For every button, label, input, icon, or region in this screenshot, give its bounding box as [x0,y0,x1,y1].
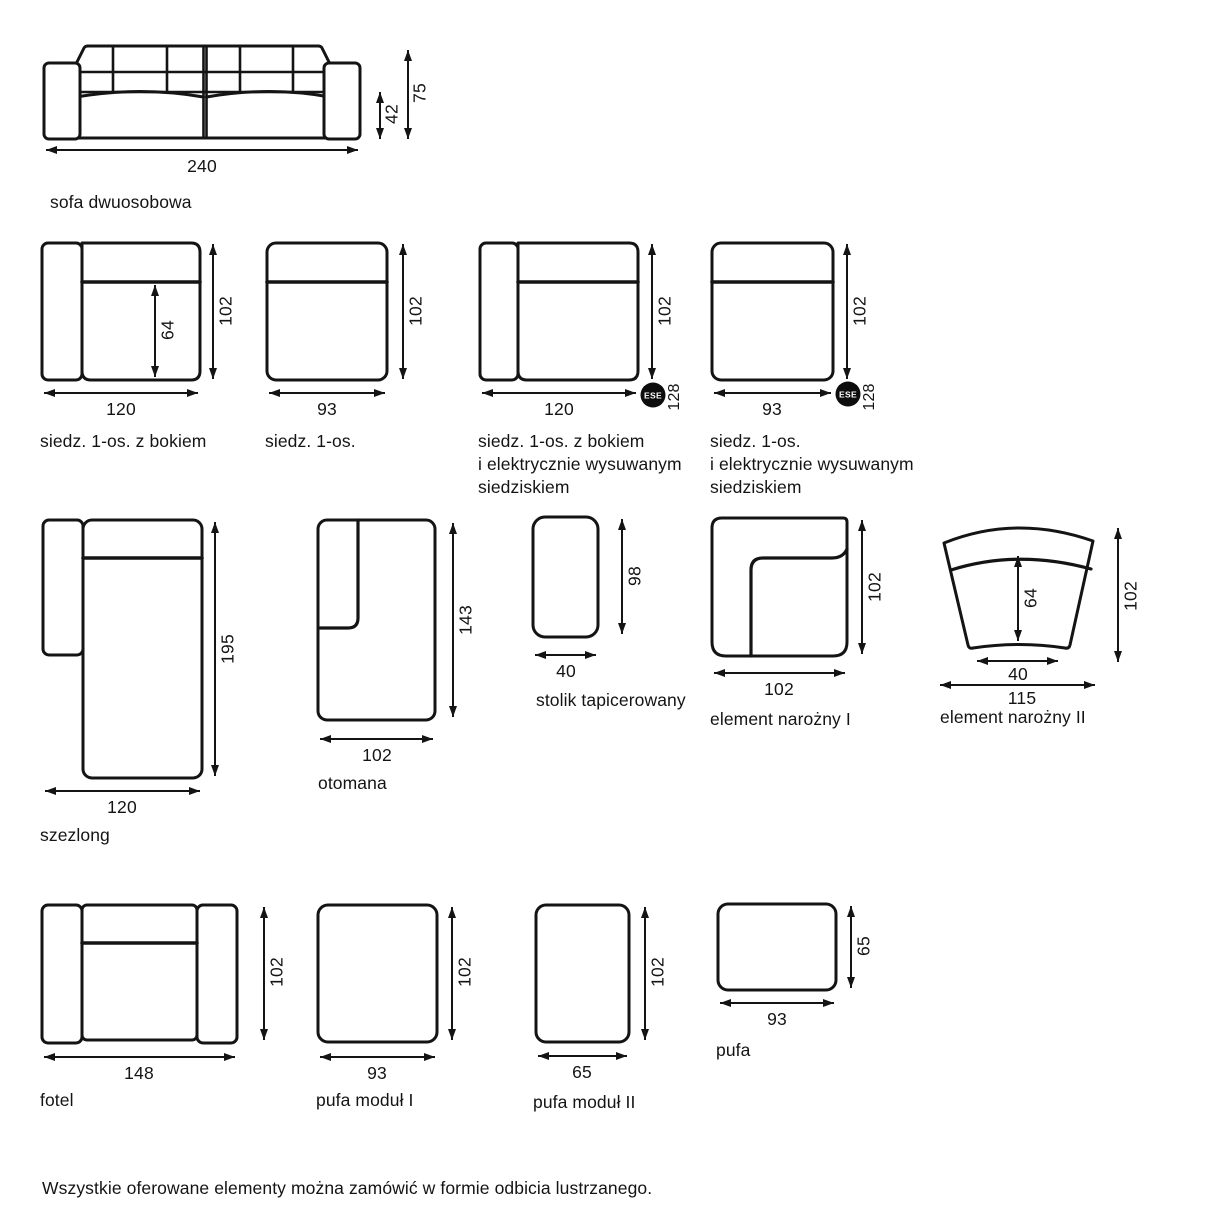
width-value: 120 [107,797,137,817]
depth-arrow [617,519,626,634]
item-label-line1: siedz. 1-os. z bokiem [478,431,645,451]
item-label: siedz. 1-os. [265,431,356,451]
item-label: pufa moduł II [533,1092,636,1112]
width-value: 240 [187,156,217,176]
ese-badge: ESE [640,382,666,408]
width-value: 93 [367,1063,387,1083]
item-label-line2: i elektrycznie wysuwanym [710,454,914,474]
width-arrow [714,388,831,397]
depth-arrow [208,244,217,379]
item-label: fotel [40,1090,74,1110]
width-arrow [538,1051,627,1060]
width-arrow [320,1052,435,1061]
item-label-line1: siedz. 1-os. [710,431,801,451]
seat-width-arrow [150,285,159,377]
module-top-view-drawing [40,241,202,382]
item-label: element narożny II [940,707,1086,727]
depth-arrow [1113,528,1122,662]
item-label: stolik tapicerowany [536,690,686,710]
item-label: pufa moduł I [316,1090,414,1110]
corner-module-drawing [710,516,849,658]
seat-height-arrow [375,92,384,139]
ese-badge: ESE [835,381,861,407]
depth-arrow [846,906,855,988]
depth-arrow [857,520,866,654]
depth-arrow [259,907,268,1040]
width-arrow [714,668,845,677]
seat-depth-arrow [1013,556,1022,641]
width-arrow [44,388,198,397]
module-top-view-drawing [534,903,631,1044]
item-label: element narożny I [710,709,851,729]
width-arrow [269,388,385,397]
module-top-view-drawing [716,902,838,992]
inner-width-arrow [977,656,1058,665]
module-top-view-drawing [265,241,389,382]
item-label: pufa [716,1040,751,1060]
module-top-view-drawing [41,518,204,780]
depth-arrow [448,523,457,717]
module-top-view-drawing [531,515,600,639]
item-label-line3: siedziskiem [478,477,570,497]
inner-width-value: 40 [1008,664,1028,684]
module-top-view-drawing [478,241,640,382]
depth-arrow [447,907,456,1040]
module-top-view-drawing [316,903,439,1044]
depth-arrow [842,244,851,379]
depth-arrow [210,522,219,776]
depth-value: 65 [853,936,874,956]
width-arrow [482,388,636,397]
item-label: sofa dwuosobowa [50,192,192,212]
width-value: 93 [767,1009,787,1029]
width-arrow [535,650,596,659]
width-arrow [720,998,834,1007]
width-value: 65 [572,1062,592,1082]
item-label: otomana [318,773,387,793]
mirror-option-note: Wszystkie oferowane elementy można zamów… [42,1178,653,1198]
width-arrow [44,1052,235,1061]
width-arrow [45,786,200,795]
module-top-view-drawing [710,241,835,382]
depth-arrow [640,907,649,1040]
armchair-top-view-drawing [40,903,239,1045]
item-label-line2: i elektrycznie wysuwanym [478,454,682,474]
depth-arrow [647,244,656,379]
sofa-front-drawing [42,44,362,141]
item-label-line3: siedziskiem [710,477,802,497]
width-value: 93 [762,399,782,419]
width-arrow [320,734,433,743]
width-value: 102 [362,745,392,765]
width-value: 93 [317,399,337,419]
width-value: 40 [556,661,576,681]
width-value: 120 [106,399,136,419]
width-value: 115 [1007,688,1037,708]
module-top-view-drawing [316,518,437,722]
width-arrow [46,145,358,154]
width-value: 148 [124,1063,154,1083]
width-value: 120 [544,399,574,419]
item-label: siedz. 1-os. z bokiem [40,431,207,451]
width-arrow [940,680,1095,689]
item-label: szezlong [40,825,110,845]
width-value: 102 [764,679,794,699]
depth-arrow [398,244,407,379]
total-height-arrow [403,50,412,139]
